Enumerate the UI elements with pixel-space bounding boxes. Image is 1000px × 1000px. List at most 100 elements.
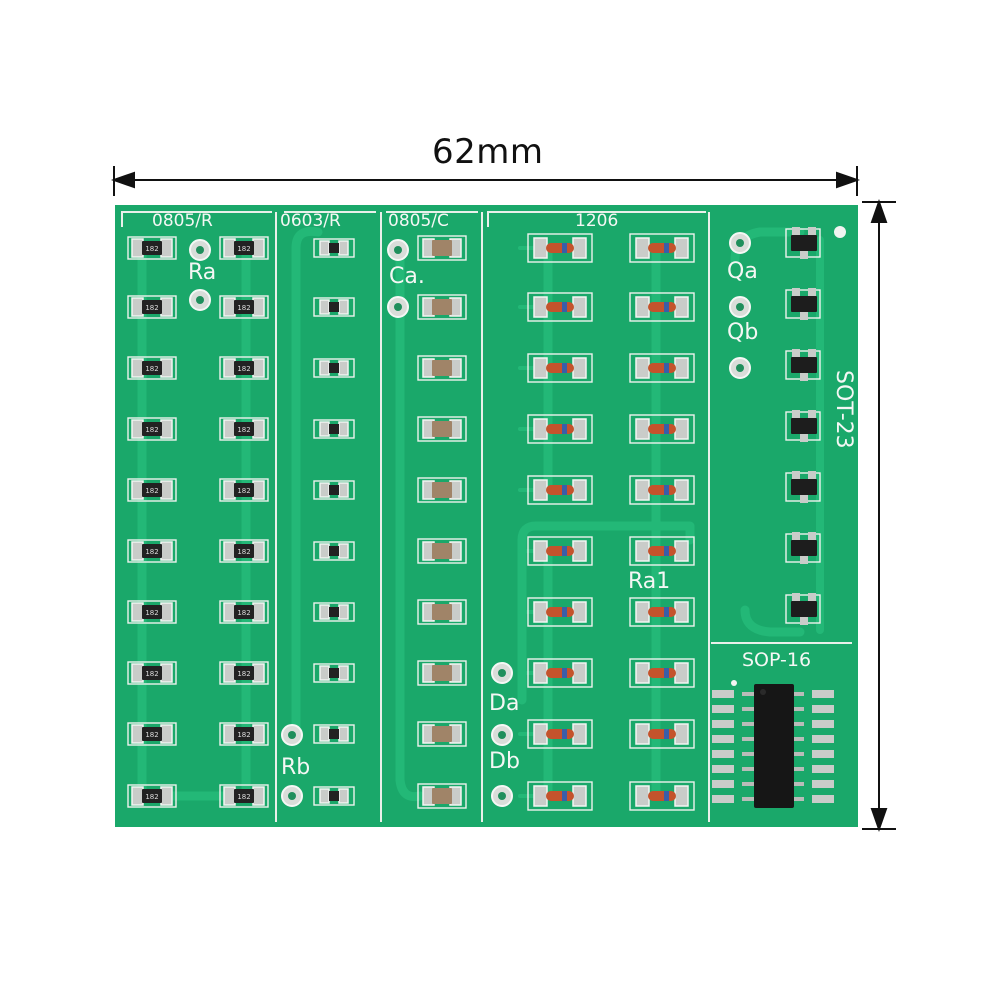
sot23-pad	[800, 556, 808, 564]
resistor-marking: 182	[237, 793, 250, 801]
solder-pad	[674, 785, 689, 807]
diode-1206-pads	[533, 357, 587, 379]
test-point-hole	[498, 792, 506, 800]
silk-outline	[629, 658, 695, 688]
ic-lead	[790, 707, 804, 711]
label-db: Db	[489, 749, 520, 774]
diode-1206-pads	[635, 479, 689, 501]
ic-lead	[790, 767, 804, 771]
resistor-marking: 182	[237, 609, 250, 617]
resistor-marking: 182	[237, 548, 250, 556]
test-point-hole	[288, 731, 296, 739]
solder-pad	[338, 360, 349, 376]
solder-pad	[533, 479, 548, 501]
solder-pad	[338, 240, 349, 256]
solder-pad	[533, 357, 548, 379]
resistor-0805	[234, 727, 254, 741]
sop16-ic	[754, 684, 794, 808]
solder-pad	[223, 419, 236, 439]
solder-pad	[635, 237, 650, 259]
silk-outline	[219, 295, 269, 319]
sot23-pad	[808, 471, 816, 479]
silk-outline	[527, 475, 593, 505]
sot23-pad	[792, 288, 800, 296]
silk-outline	[417, 721, 467, 747]
sot23-pad	[800, 617, 808, 625]
diode-band	[562, 729, 567, 739]
solder-pad	[572, 662, 587, 684]
silk-outline	[127, 417, 177, 441]
diode-1206	[648, 607, 676, 617]
solder-pad	[533, 785, 548, 807]
sop16-pad	[812, 795, 834, 803]
solder-pad	[160, 602, 173, 622]
solder-pad	[319, 360, 330, 376]
resistor-marking: 182	[237, 487, 250, 495]
diode-band	[562, 302, 567, 312]
solder-pad	[252, 663, 265, 683]
solder-pad	[223, 238, 236, 258]
diode-1206	[546, 668, 574, 678]
solder-pad	[635, 723, 650, 745]
diode-1206	[648, 485, 676, 495]
ic-lead	[742, 797, 756, 801]
sop16-pad	[812, 765, 834, 773]
silk-outline	[127, 600, 177, 624]
section-label-1206: 1206	[575, 211, 619, 231]
label-ca: Ca.	[389, 264, 425, 289]
sot23-pad	[792, 471, 800, 479]
capacitor-0805	[432, 665, 452, 681]
sop16-pad	[712, 750, 734, 758]
sop16-pad	[812, 720, 834, 728]
silk-outline	[313, 480, 355, 500]
label-ra: Ra	[188, 260, 217, 285]
sot23-transistor	[791, 479, 817, 495]
diode-band	[664, 546, 669, 556]
diode-1206	[546, 546, 574, 556]
solder-pad	[131, 724, 144, 744]
solder-pad	[572, 237, 587, 259]
sot23-pad	[800, 434, 808, 442]
test-point-hole	[288, 792, 296, 800]
diode-1206	[648, 729, 676, 739]
solder-pad	[131, 541, 144, 561]
silk-outline	[527, 414, 593, 444]
sop16-pad	[712, 765, 734, 773]
section-label-sot23: SOT-23	[831, 370, 856, 449]
resistor-marking: 182	[237, 426, 250, 434]
silk-outline	[219, 478, 269, 502]
solder-pad	[252, 786, 265, 806]
section-dividers	[121, 211, 852, 822]
resistor-marking: 182	[145, 731, 158, 739]
sot23-pad	[792, 410, 800, 418]
resistor-marking: 182	[145, 609, 158, 617]
silk-outline	[417, 235, 467, 261]
label-ra1: Ra1	[628, 569, 671, 594]
solder-pad	[635, 357, 650, 379]
diode-1206	[648, 302, 676, 312]
test-point-hole	[196, 296, 204, 304]
silk-outline	[313, 297, 355, 317]
sop16-pad	[712, 720, 734, 728]
resistor-0603	[329, 243, 339, 253]
section-label-sop16: SOP-16	[742, 649, 812, 671]
diode-band	[562, 607, 567, 617]
silk-outline	[417, 416, 467, 442]
silk-outline	[127, 356, 177, 380]
sot23-pad	[808, 593, 816, 601]
solder-pad	[160, 238, 173, 258]
silk-outline	[527, 292, 593, 322]
sop16-pad	[712, 705, 734, 713]
diode-1206	[648, 668, 676, 678]
resistor-0805	[234, 300, 254, 314]
sop16-pad	[712, 735, 734, 743]
resistor-0805	[142, 483, 162, 497]
resistor-0805	[234, 605, 254, 619]
solder-pad	[252, 602, 265, 622]
silk-outline	[127, 661, 177, 685]
ic-lead	[790, 782, 804, 786]
capacitor-0805	[432, 360, 452, 376]
resistor-0805	[142, 241, 162, 255]
ic-lead	[790, 737, 804, 741]
solder-pad	[131, 480, 144, 500]
